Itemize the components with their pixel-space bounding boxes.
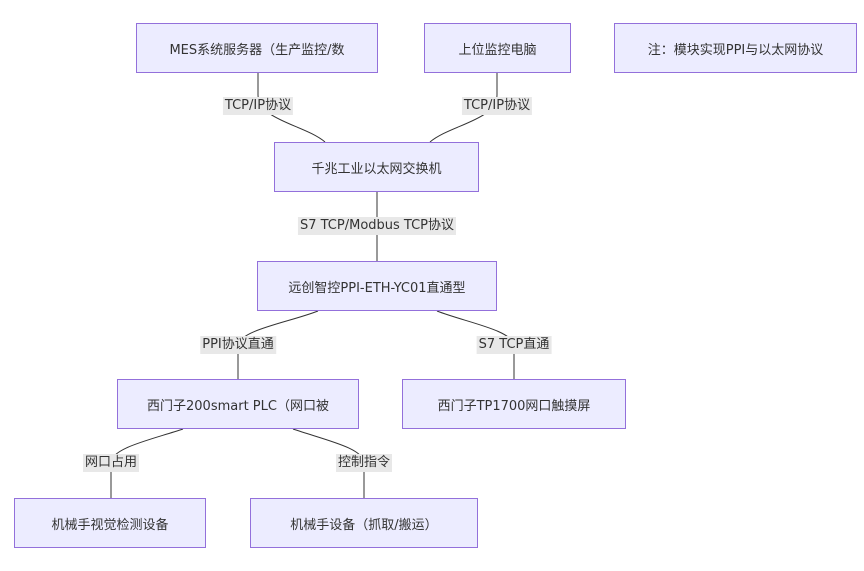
mes-server-node: MES系统服务器（生产监控/数 bbox=[136, 23, 378, 73]
edge-label-switch-gateway: S7 TCP/Modbus TCP协议 bbox=[297, 217, 457, 235]
edge-label-gateway-plc: PPI协议直通 bbox=[200, 336, 276, 354]
switch-node: 千兆工业以太网交换机 bbox=[274, 142, 479, 192]
edge-label-plc-vision: 网口占用 bbox=[82, 454, 140, 472]
edge-label-host-switch: TCP/IP协议 bbox=[461, 97, 533, 115]
edge-label-plc-robot: 控制指令 bbox=[335, 454, 393, 472]
edge-label-gateway-hmi: S7 TCP直通 bbox=[476, 336, 552, 354]
edge-host-switch bbox=[429, 73, 498, 143]
plc-node: 西门子200smart PLC（网口被 bbox=[117, 379, 359, 429]
note-node: 注：模块实现PPI与以太网协议 bbox=[614, 23, 857, 73]
vision-device-node: 机械手视觉检测设备 bbox=[14, 498, 206, 548]
edge-label-mes-switch: TCP/IP协议 bbox=[222, 97, 294, 115]
gateway-node: 远创智控PPI-ETH-YC01直通型 bbox=[257, 261, 497, 311]
hmi-node: 西门子TP1700网口触摸屏 bbox=[402, 379, 626, 429]
host-pc-node: 上位监控电脑 bbox=[424, 23, 571, 73]
robot-device-node: 机械手设备（抓取/搬运） bbox=[250, 498, 478, 548]
edge-mes-switch bbox=[257, 73, 326, 143]
